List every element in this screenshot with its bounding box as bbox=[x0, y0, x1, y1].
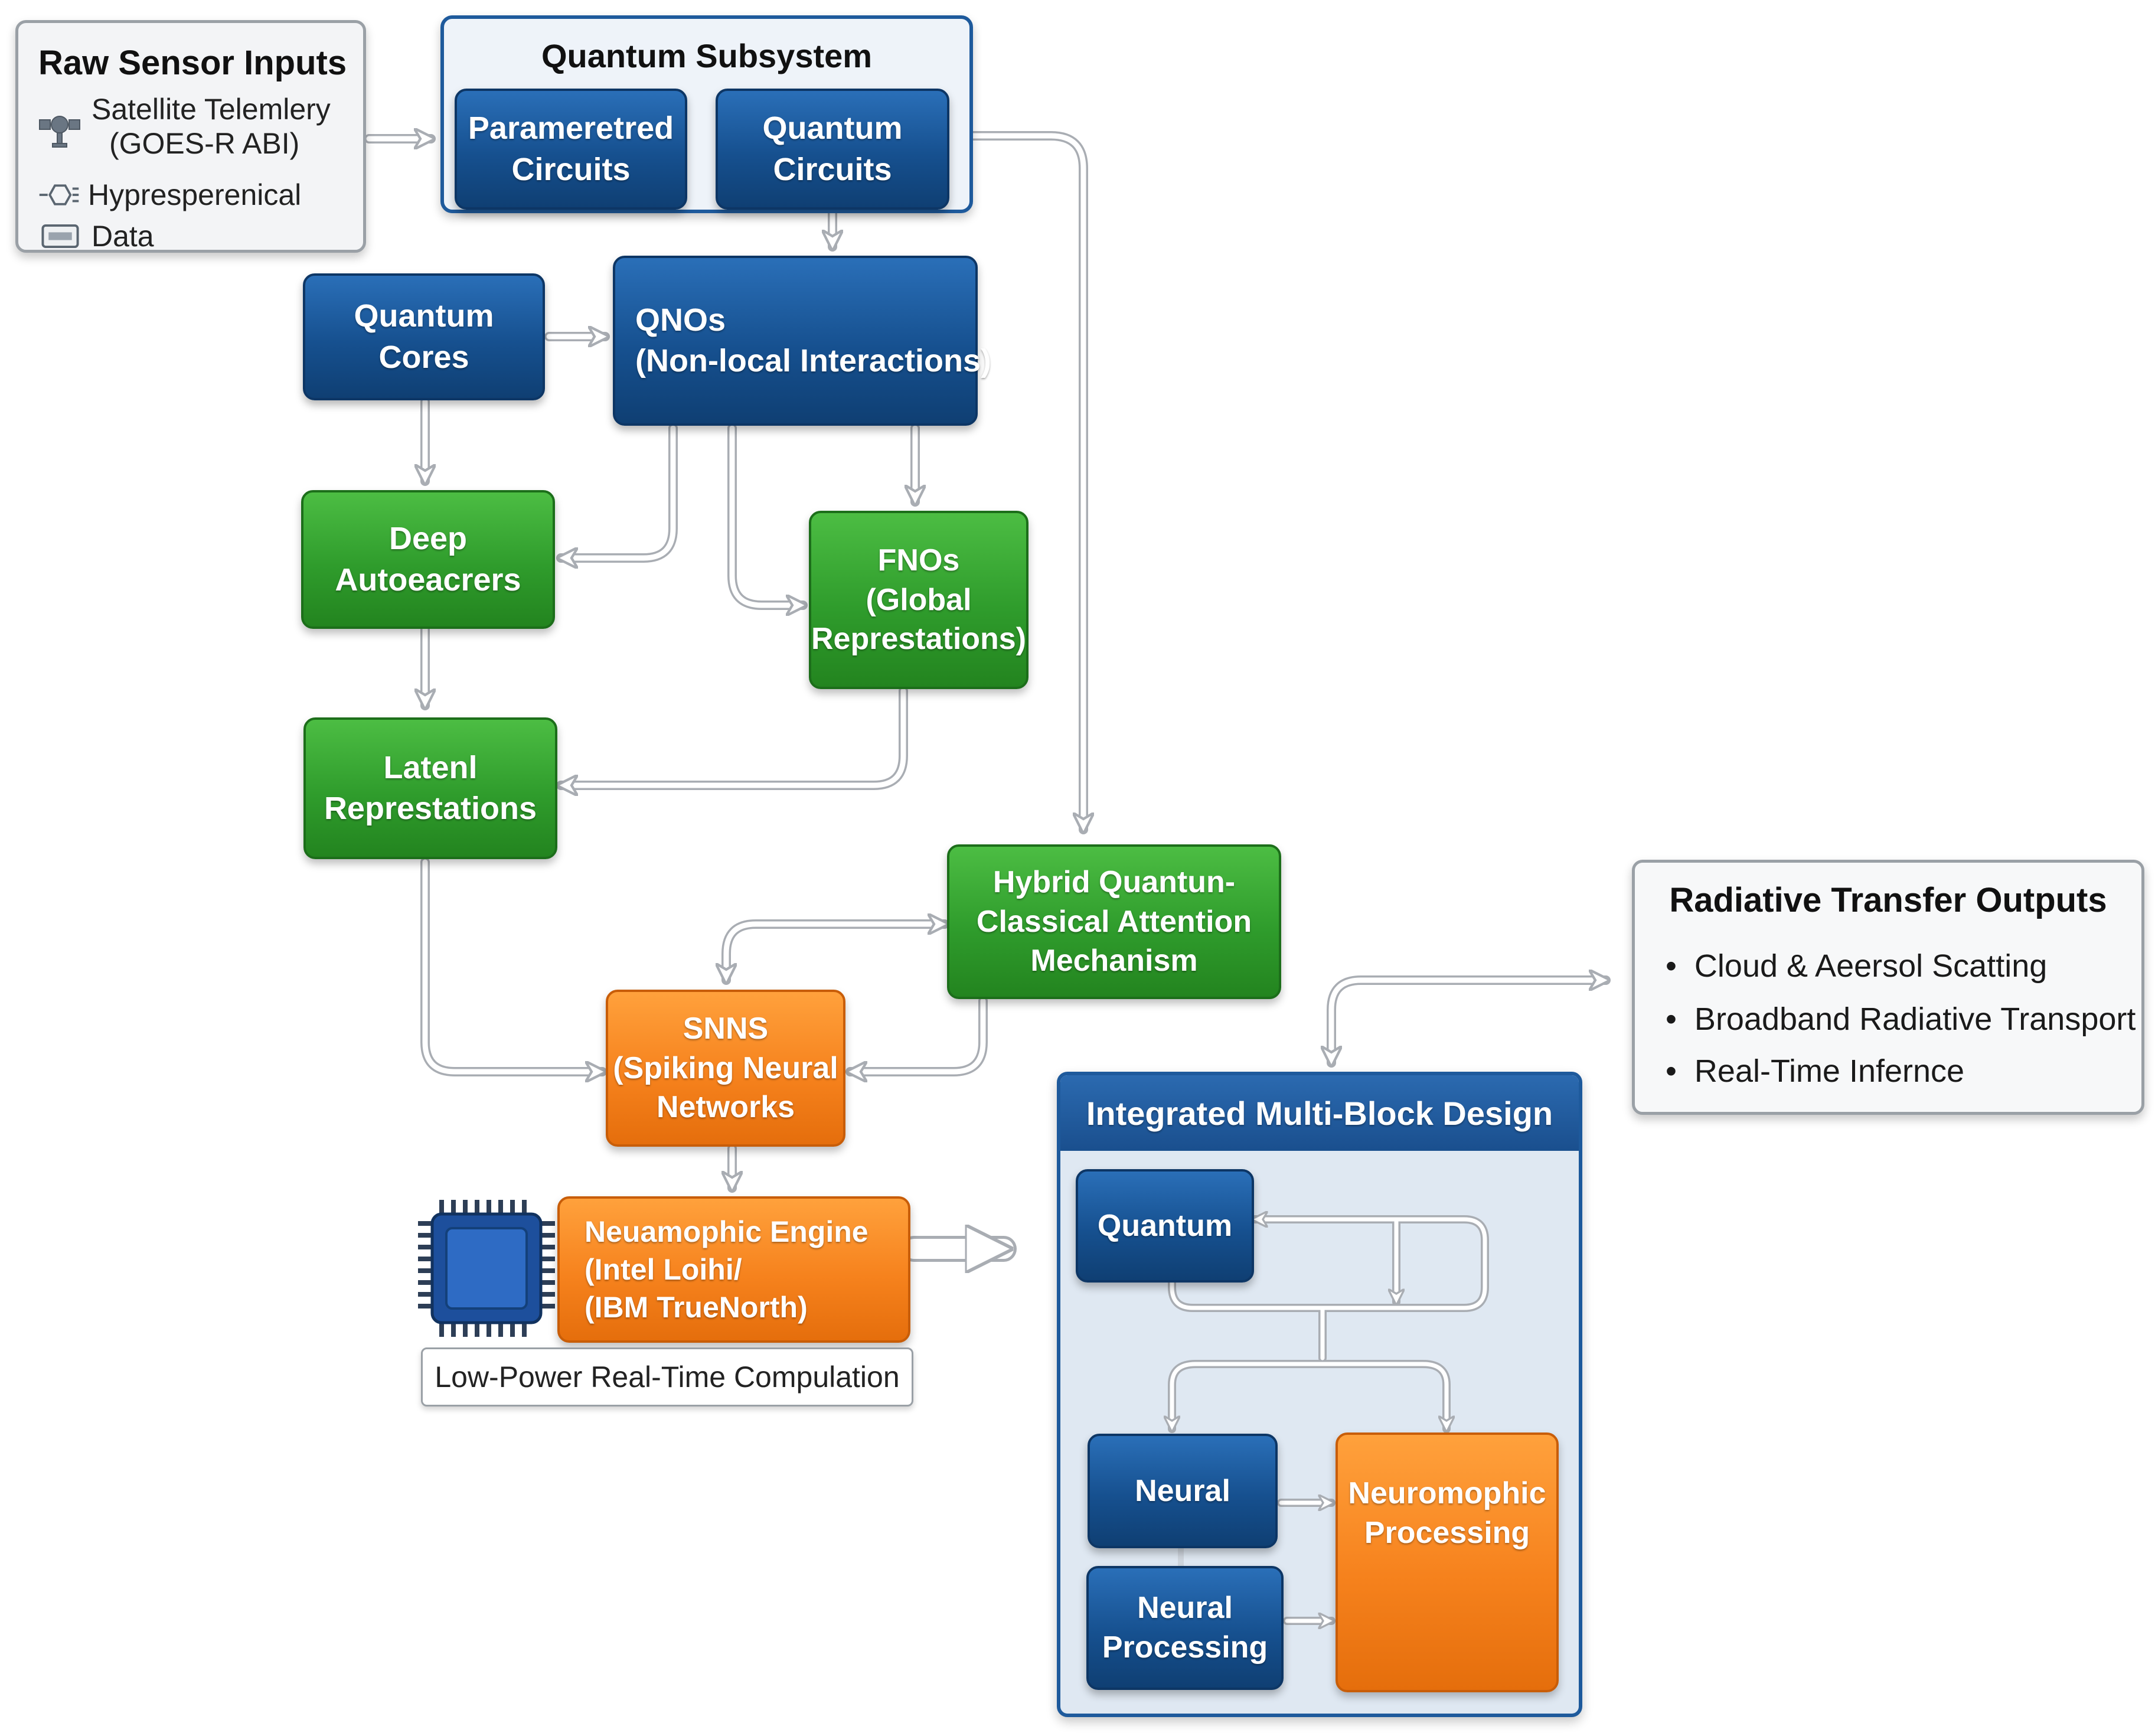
qnos-node: QNOs (Non-local Interactions) bbox=[613, 256, 991, 426]
fnos-line1: FNOs bbox=[877, 543, 960, 578]
sensor-row-data: Data bbox=[41, 219, 154, 253]
integrated-quantum-node: Quantum bbox=[1076, 1169, 1254, 1283]
quantum-circuits-line2: Circuits bbox=[773, 151, 892, 187]
qnos-line2: (Non-local Interactions) bbox=[635, 343, 992, 378]
hybrid-line3: Mechanism bbox=[1030, 944, 1198, 978]
data-icon bbox=[41, 224, 79, 249]
chip-icon bbox=[418, 1200, 555, 1337]
satellite-icon bbox=[39, 115, 80, 148]
parameterized-circuits-node: Parameretred Circuits bbox=[455, 89, 687, 210]
hybrid-line1: Hybrid Quantun- bbox=[992, 865, 1236, 900]
engine-line1: Neuamophic Engine bbox=[585, 1215, 868, 1248]
integrated-quantum-label: Quantum bbox=[1097, 1208, 1233, 1243]
quantum-cores-node: Quantum Cores bbox=[303, 273, 545, 400]
quantum-cores-line1: Quantum bbox=[354, 298, 494, 334]
arrow-int-split bbox=[1168, 1304, 1451, 1433]
radiative-outputs-panel: Radiative Transfer Outputs • Cloud & Aee… bbox=[1632, 860, 2144, 1115]
latent-line2: Represtations bbox=[324, 791, 537, 826]
integrated-neural-node: Neural bbox=[1088, 1434, 1278, 1548]
integrated-neural-processing-node: Neural Processing bbox=[1086, 1566, 1284, 1690]
deep-autoencoders-node: Deep Autoeacrers bbox=[301, 490, 555, 629]
integrated-design-title: Integrated Multi-Block Design bbox=[1086, 1094, 1553, 1132]
snns-line3: Networks bbox=[656, 1090, 795, 1125]
integrated-neural-processing-line1: Neural bbox=[1137, 1591, 1233, 1626]
sensor-icon bbox=[39, 184, 79, 205]
quantum-circuits-node: Quantum Circuits bbox=[716, 89, 949, 210]
output-item-2-text: Broadband Radiative Transport bbox=[1694, 1001, 2136, 1037]
integrated-neuromorphic-line1: Neuromophic bbox=[1348, 1476, 1546, 1510]
snns-line2: (Spiking Neural bbox=[613, 1050, 838, 1085]
sensor-satellite-line1: Satellite Telemlery bbox=[92, 93, 331, 126]
integrated-neural-label: Neural bbox=[1135, 1473, 1230, 1508]
parameterized-circuits-line1: Parameretred bbox=[468, 110, 674, 146]
hybrid-attention-node: Hybrid Quantun- Classical Attention Mech… bbox=[947, 844, 1281, 999]
parameterized-circuits-line2: Circuits bbox=[511, 151, 631, 187]
fnos-node: FNOs (Global Represtations) bbox=[809, 511, 1028, 689]
radiative-outputs-title: Radiative Transfer Outputs bbox=[1669, 881, 2107, 919]
deep-autoencoders-line2: Autoeacrers bbox=[335, 562, 521, 598]
sensor-row-satellite: Satellite Telemlery (GOES-R ABI) bbox=[36, 93, 331, 161]
integrated-design-header: Integrated Multi-Block Design bbox=[1060, 1075, 1579, 1151]
hybrid-line2: Classical Attention bbox=[976, 904, 1252, 939]
snns-node: SNNS (Spiking Neural Networks bbox=[606, 990, 845, 1147]
output-item-1: • Cloud & Aeersol Scatting bbox=[1666, 948, 2048, 984]
neuromorphic-engine-node: Neuamophic Engine (Intel Loihi/ (IBM Tru… bbox=[557, 1196, 910, 1343]
engine-line2: (Intel Loihi/ bbox=[585, 1253, 742, 1286]
engine-caption-box: Low-Power Real-Time Compulation bbox=[421, 1347, 913, 1407]
sensor-hyperspectral-label: Hypresperenical bbox=[88, 178, 302, 211]
output-item-3-text: Real-Time Infernce bbox=[1694, 1053, 1965, 1089]
raw-sensor-inputs-panel: Raw Sensor Inputs Satellite Telemlery (G… bbox=[15, 20, 366, 253]
output-item-1-text: Cloud & Aeersol Scatting bbox=[1694, 948, 2048, 984]
engine-line3: (IBM TrueNorth) bbox=[585, 1291, 808, 1324]
engine-caption: Low-Power Real-Time Compulation bbox=[435, 1360, 900, 1394]
deep-autoencoders-line1: Deep bbox=[388, 521, 468, 557]
integrated-neuromorphic-node: Neuromophic Processing bbox=[1336, 1432, 1559, 1692]
quantum-cores-line2: Cores bbox=[378, 339, 469, 375]
qnos-line1: QNOs bbox=[635, 302, 726, 338]
fnos-line3: Represtations) bbox=[811, 622, 1027, 657]
sensor-satellite-line2: (GOES-R ABI) bbox=[109, 126, 300, 160]
raw-sensor-inputs-title: Raw Sensor Inputs bbox=[38, 44, 347, 82]
fnos-line2: (Global bbox=[866, 582, 972, 617]
latent-line1: Latenl bbox=[383, 749, 478, 785]
output-item-2: • Broadband Radiative Transport bbox=[1666, 1001, 2136, 1037]
integrated-neural-processing-line2: Processing bbox=[1102, 1630, 1268, 1665]
integrated-neuromorphic-line2: Processing bbox=[1364, 1515, 1530, 1550]
output-item-3: • Real-Time Infernce bbox=[1666, 1053, 1965, 1089]
sensor-data-label: Data bbox=[92, 220, 154, 253]
sensor-row-hyperspectral: Hypresperenical bbox=[38, 178, 301, 212]
quantum-circuits-line1: Quantum bbox=[762, 110, 903, 146]
snns-line1: SNNS bbox=[683, 1011, 769, 1046]
latent-representations-node: Latenl Represtations bbox=[303, 717, 557, 859]
quantum-subsystem-title: Quantum Subsystem bbox=[541, 37, 873, 74]
